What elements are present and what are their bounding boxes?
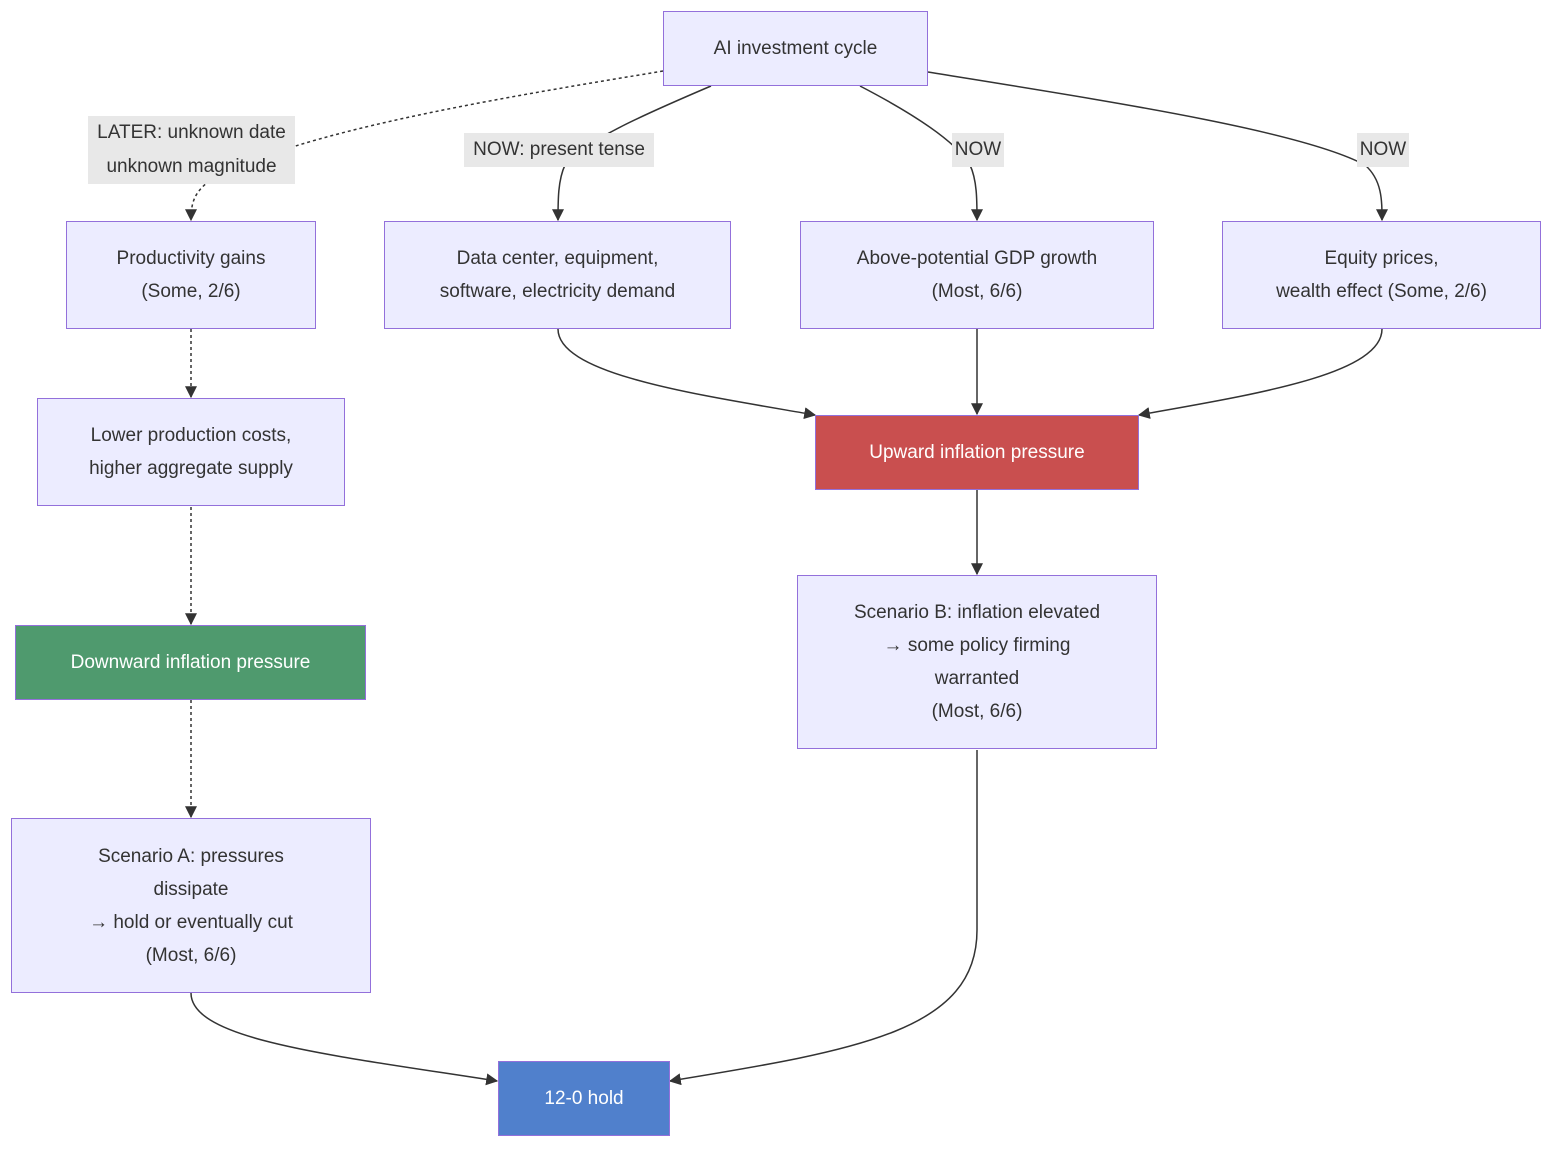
- node-lower-production-costs-line-2: higher aggregate supply: [89, 458, 293, 479]
- edge-ai-to-equity: [927, 71, 1388, 222]
- node-ai-investment-cycle-text: AI investment cycle: [713, 38, 878, 59]
- edge-label-now-gdp: NOW: [952, 133, 1004, 167]
- node-data-center-demand-line-1: Data center, equipment,: [456, 248, 659, 269]
- edge-label-later: LATER: unknown date unknown magnitude: [88, 116, 295, 184]
- edge-equity-to-upward: [1137, 328, 1383, 419]
- node-productivity-gains-line-2: (Some, 2/6): [141, 281, 241, 302]
- node-upward-inflation-pressure-text: Upward inflation pressure: [869, 442, 1085, 463]
- node-scenario-a-line-4: (Most, 6/6): [145, 944, 237, 966]
- node-gdp-growth-line-2: (Most, 6/6): [931, 281, 1023, 302]
- edge-label-later-line-2: unknown magnitude: [106, 156, 277, 177]
- node-productivity-gains: Productivity gains (Some, 2/6): [66, 221, 316, 329]
- node-data-center-demand-line-2: software, electricity demand: [439, 281, 676, 302]
- node-data-center-demand: Data center, equipment, software, electr…: [384, 221, 731, 329]
- node-scenario-b-line-1: Scenario B: inflation elevated: [853, 602, 1101, 623]
- node-productivity-gains-line-1: Productivity gains: [116, 248, 266, 269]
- node-equity-prices: Equity prices, wealth effect (Some, 2/6): [1222, 221, 1541, 329]
- node-scenario-b-line-2: → some policy firming: [883, 635, 1071, 656]
- node-scenario-a-line-3: → hold or eventually cut: [89, 911, 293, 933]
- node-scenario-b: Scenario B: inflation elevated → some po…: [797, 575, 1157, 749]
- node-equity-prices-line-1: Equity prices,: [1324, 248, 1439, 269]
- node-ai-investment-cycle: AI investment cycle: [663, 11, 928, 86]
- node-gdp-growth: Above-potential GDP growth (Most, 6/6): [800, 221, 1154, 329]
- node-downward-inflation-pressure: Downward inflation pressure: [15, 625, 366, 700]
- edge-label-now-equity: NOW: [1357, 133, 1409, 167]
- node-12-0-hold-text: 12-0 hold: [544, 1088, 624, 1109]
- node-scenario-a-line-2: dissipate: [153, 878, 229, 900]
- edge-label-now-present: NOW: present tense: [464, 133, 654, 167]
- node-equity-prices-line-2: wealth effect (Some, 2/6): [1276, 281, 1487, 302]
- node-lower-production-costs: Lower production costs, higher aggregate…: [37, 398, 345, 506]
- node-scenario-b-line-4: (Most, 6/6): [931, 701, 1023, 722]
- edge-ai-to-productivity: [185, 70, 664, 222]
- node-gdp-growth-line-1: Above-potential GDP growth: [856, 248, 1098, 269]
- node-12-0-hold: 12-0 hold: [498, 1061, 670, 1136]
- edge-label-now-equity-text: NOW: [1359, 139, 1407, 160]
- edge-scenarioa-to-hold: [190, 992, 499, 1086]
- edge-label-now-present-text: NOW: present tense: [473, 139, 645, 160]
- node-scenario-b-line-3: warranted: [934, 668, 1020, 689]
- edge-label-later-line-1: LATER: unknown date: [97, 122, 286, 143]
- edge-datacenter-to-upward: [557, 328, 817, 420]
- node-downward-inflation-pressure-text: Downward inflation pressure: [70, 652, 311, 673]
- node-upward-inflation-pressure: Upward inflation pressure: [815, 415, 1139, 490]
- node-scenario-a: Scenario A: pressures dissipate → hold o…: [11, 818, 371, 993]
- edge-label-now-gdp-text: NOW: [954, 139, 1002, 160]
- node-scenario-a-line-1: Scenario A: pressures: [98, 845, 284, 867]
- node-lower-production-costs-line-1: Lower production costs,: [90, 425, 292, 446]
- edge-scenariob-to-hold: [668, 750, 978, 1086]
